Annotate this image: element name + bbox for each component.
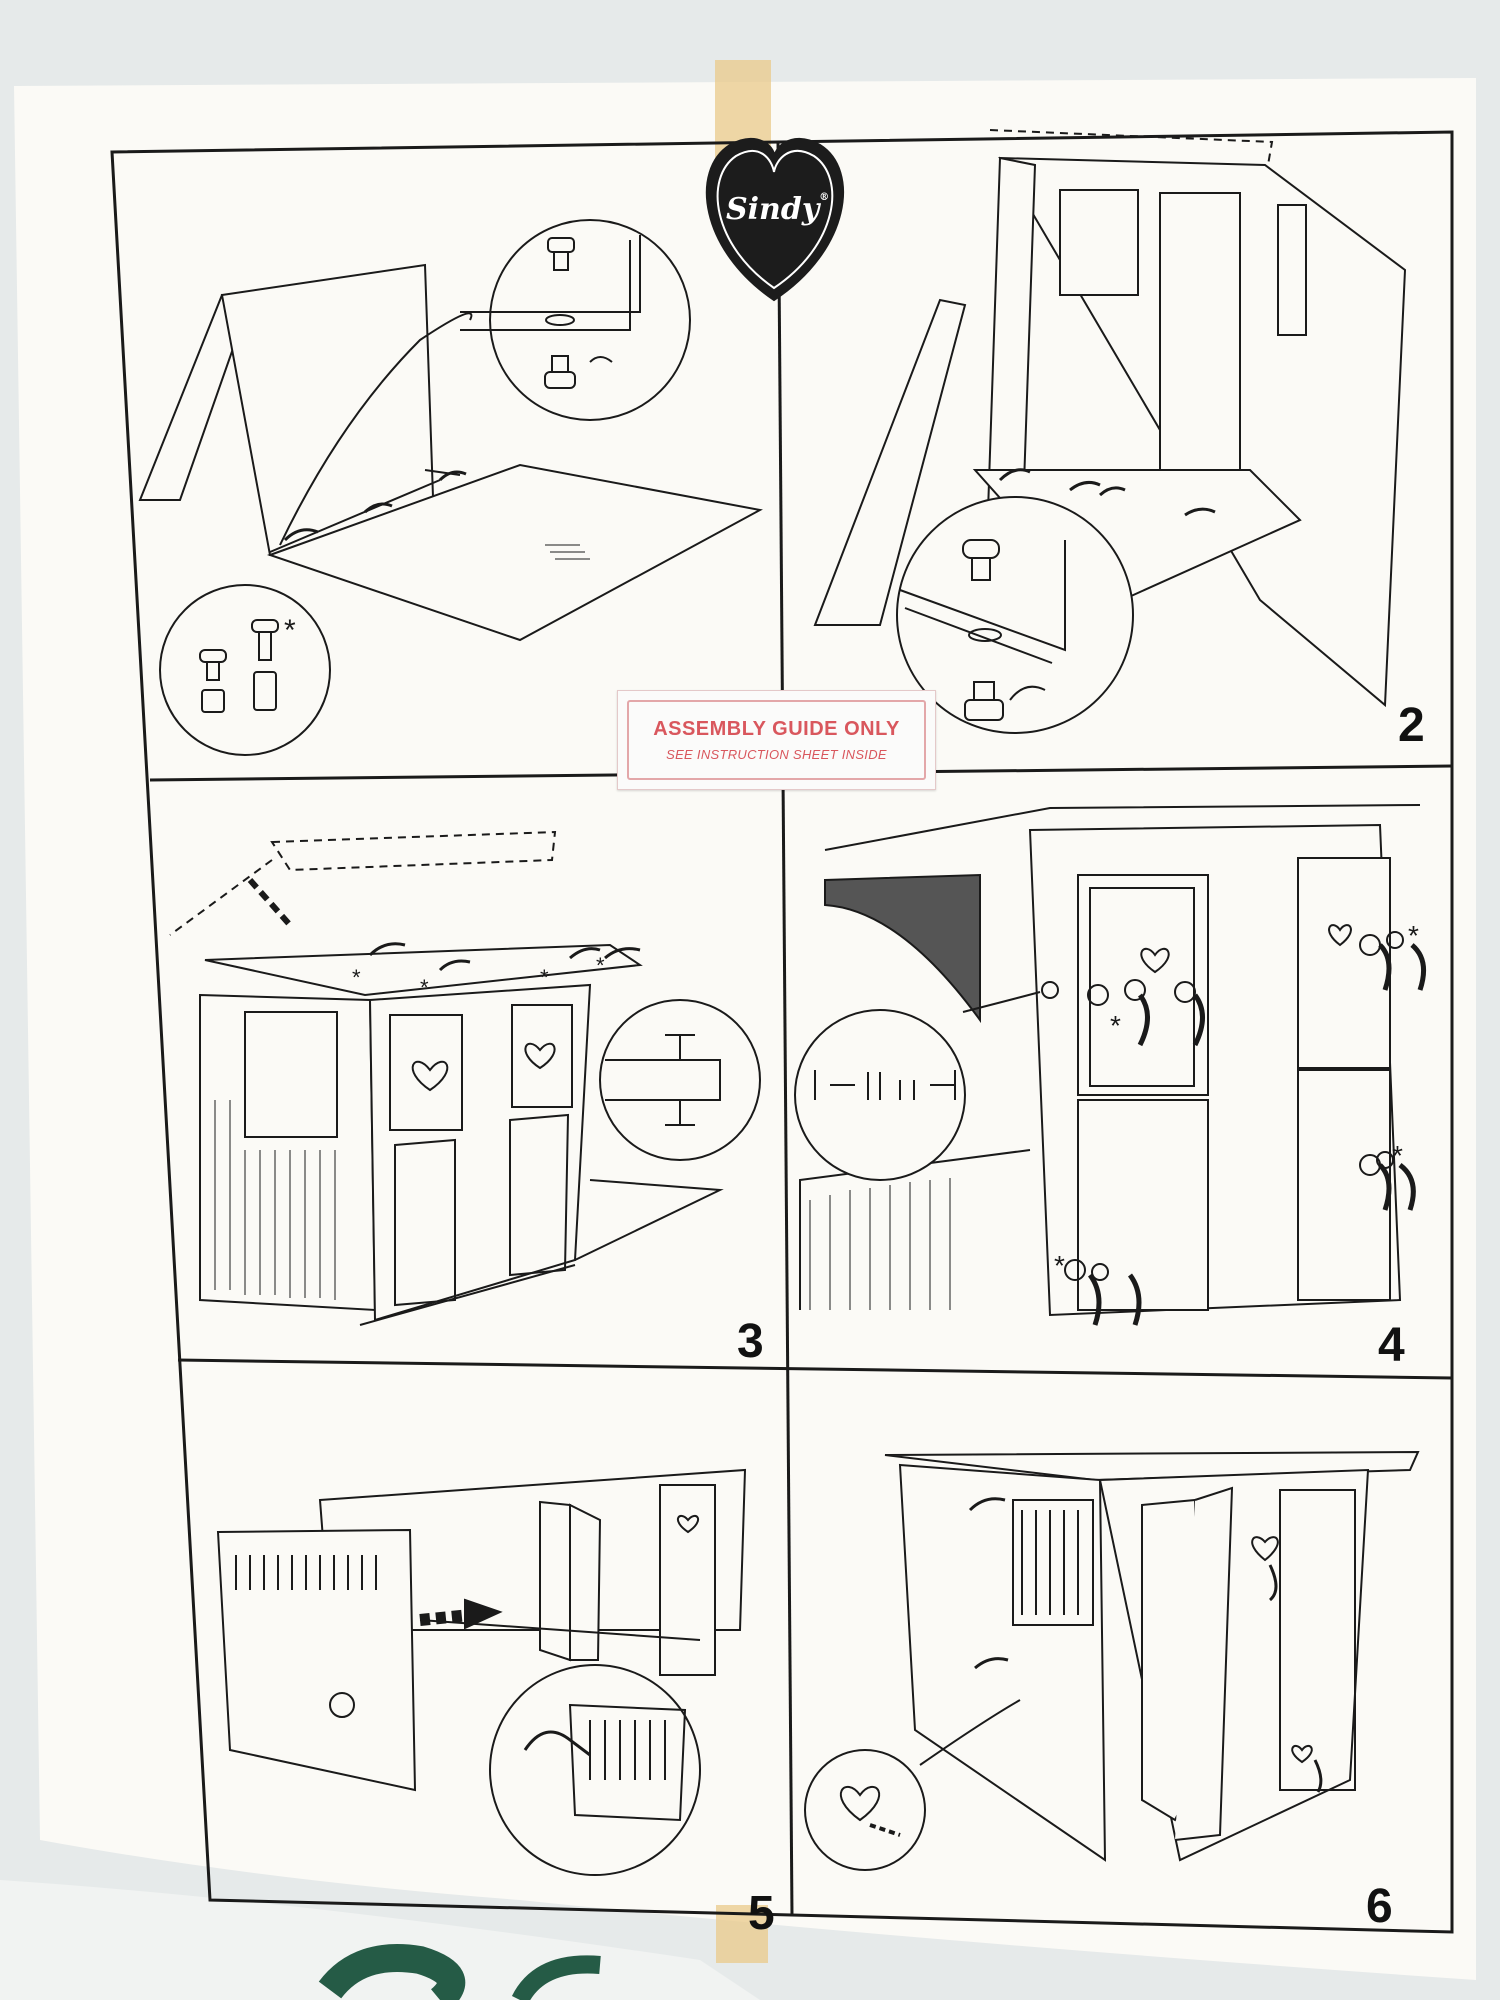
step-number-5: 5 xyxy=(748,1887,775,1940)
asterisk-icon: * xyxy=(284,614,296,647)
svg-text:*: * xyxy=(596,953,605,978)
step-number-2: 2 xyxy=(1398,699,1425,752)
svg-text:*: * xyxy=(352,965,361,990)
step-number-3: 3 xyxy=(737,1315,764,1368)
assembly-guide-label: ASSEMBLY GUIDE ONLY SEE INSTRUCTION SHEE… xyxy=(617,690,936,790)
step-5-illustration xyxy=(216,1468,747,1876)
svg-text:*: * xyxy=(1110,1010,1121,1041)
svg-text:*: * xyxy=(1408,920,1419,951)
step-number-6: 6 xyxy=(1366,1880,1393,1933)
assembly-guide-subtitle: SEE INSTRUCTION SHEET INSIDE xyxy=(666,747,887,762)
svg-text:*: * xyxy=(540,965,549,990)
assembly-guide-title: ASSEMBLY GUIDE ONLY xyxy=(653,718,900,740)
grid-frame xyxy=(110,130,1454,1934)
svg-text:*: * xyxy=(1392,1140,1403,1171)
step-number-4: 4 xyxy=(1378,1319,1405,1372)
step-1-illustration xyxy=(138,219,763,756)
step-6-illustration xyxy=(804,1450,1420,1871)
step-4-illustration xyxy=(794,804,1427,1326)
grid-divider-row2 xyxy=(177,1358,1453,1380)
step-2-illustration xyxy=(813,129,1407,734)
background-print xyxy=(318,1944,466,2000)
svg-text:*: * xyxy=(420,975,429,1000)
svg-text:*: * xyxy=(1054,1250,1065,1281)
assembly-guide-label-border: ASSEMBLY GUIDE ONLY SEE INSTRUCTION SHEE… xyxy=(627,700,926,780)
sindy-heart-logo xyxy=(705,137,844,302)
brand-logo-text: Sindy® xyxy=(726,192,830,227)
step-3-illustration xyxy=(169,830,761,1326)
grid-divider-vertical xyxy=(776,141,794,1917)
